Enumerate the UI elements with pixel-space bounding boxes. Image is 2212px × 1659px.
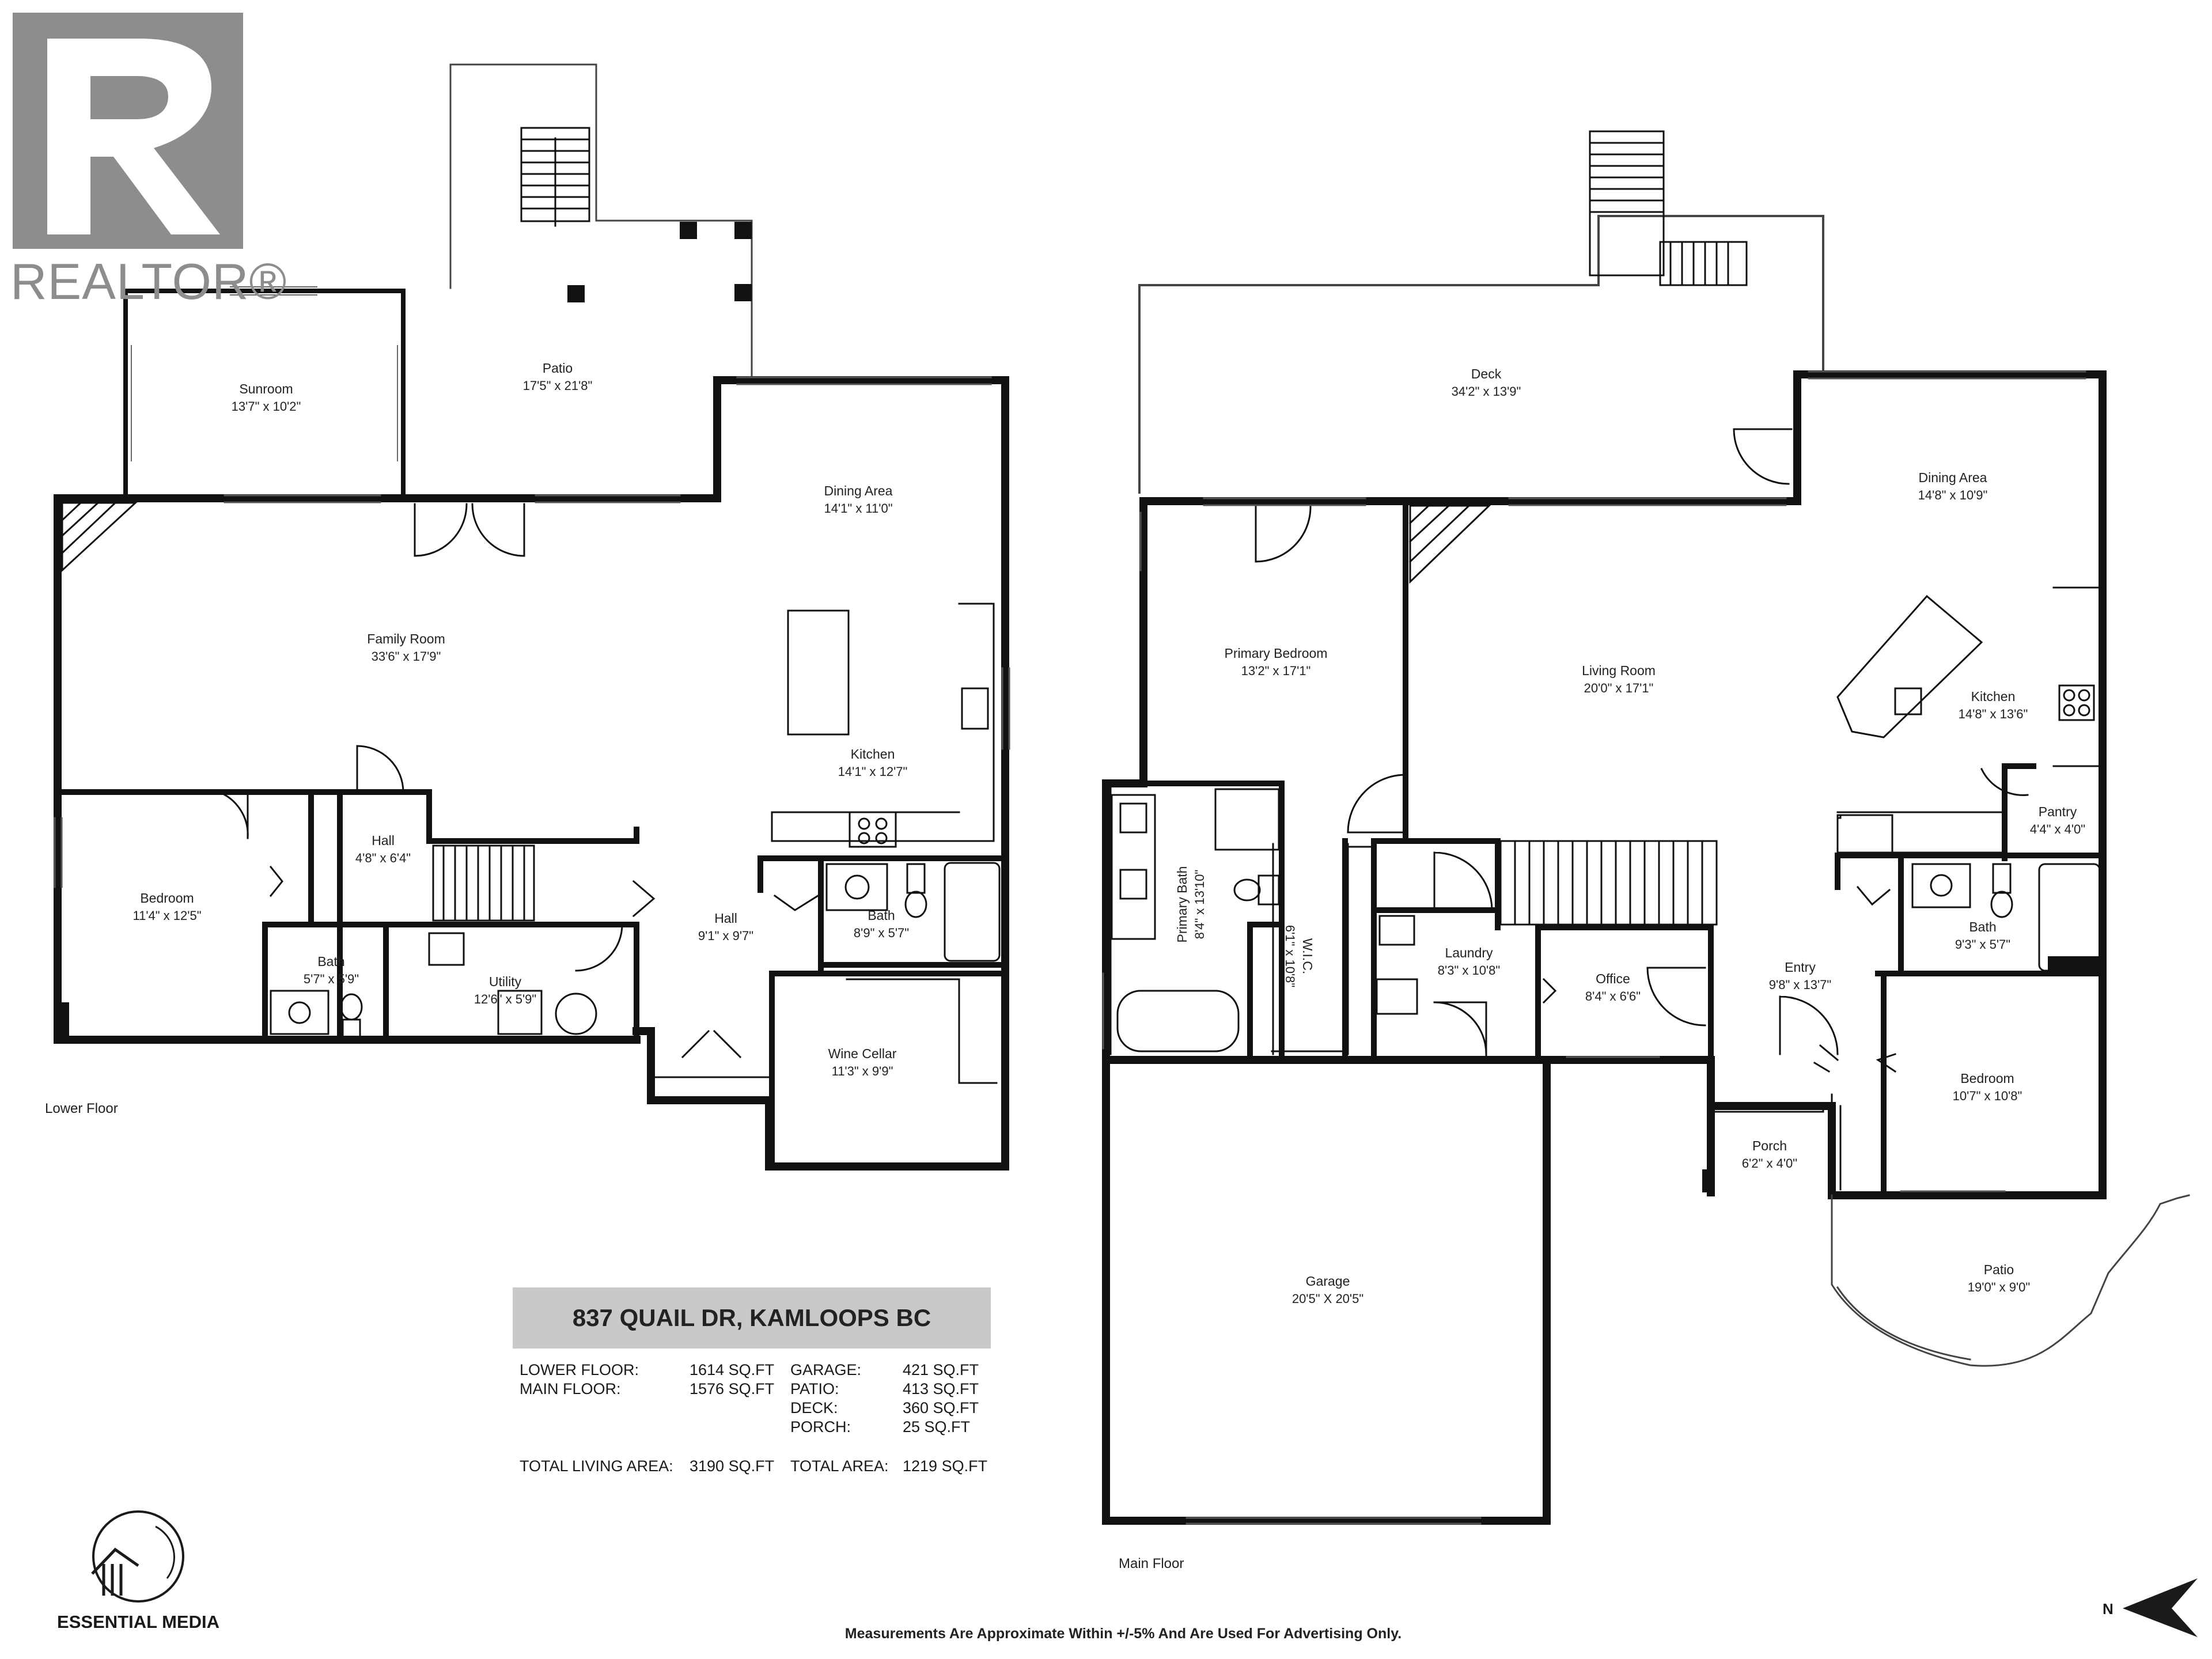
- lower-floor-label: Lower Floor: [45, 1101, 118, 1116]
- lower-bath-left-dims: 5'7" x 5'9": [304, 972, 359, 986]
- utility-name: Utility: [489, 974, 522, 989]
- area-value: 360 SQ.FT: [903, 1399, 979, 1416]
- area-row: DECK: 360 SQ.FT: [520, 1399, 992, 1418]
- area-row: TOTAL LIVING AREA: 3190 SQ.FT TOTAL AREA…: [520, 1457, 992, 1476]
- area-label: PATIO:: [790, 1380, 839, 1397]
- property-info-box: 837 QUAIL DR, KAMLOOPS BC LOWER FLOOR: 1…: [513, 1287, 991, 1475]
- wine-cellar-name: Wine Cellar: [828, 1046, 897, 1061]
- lower-bath-left-name: Bath: [317, 954, 344, 969]
- lower-dining-name: Dining Area: [824, 483, 893, 498]
- compass-icon: N: [2103, 1578, 2198, 1637]
- property-address: 837 QUAIL DR, KAMLOOPS BC: [513, 1287, 991, 1349]
- main-dining-name: Dining Area: [1919, 470, 1987, 485]
- sunroom-name: Sunroom: [239, 381, 293, 396]
- area-label: MAIN FLOOR:: [520, 1380, 621, 1397]
- essential-media-name: ESSENTIAL MEDIA: [57, 1612, 219, 1632]
- sunroom-dims: 13'7" x 10'2": [232, 399, 301, 414]
- deck-stairs: [1589, 130, 1748, 286]
- office-name: Office: [1596, 971, 1630, 986]
- lower-patio-name: Patio: [543, 361, 573, 376]
- lower-bedroom-dims: 11'4" x 12'5": [132, 908, 201, 923]
- main-bedroom-dims: 10'7" x 10'8": [1953, 1089, 2022, 1103]
- area-label: TOTAL LIVING AREA:: [520, 1457, 673, 1475]
- lower-kitchen-name: Kitchen: [851, 747, 895, 762]
- upper-hall-dims: 4'8" x 6'4": [355, 851, 411, 865]
- entry-dims: 9'8" x 13'7": [1769, 978, 1831, 992]
- lower-bath-right-name: Bath: [868, 908, 895, 923]
- porch-dims: 6'2" x 4'0": [1742, 1156, 1797, 1171]
- wic-name: W.I.C.: [1300, 938, 1315, 975]
- porch-name: Porch: [1752, 1138, 1787, 1153]
- main-bath-dims: 9'3" x 5'7": [1955, 937, 2010, 952]
- primary-bedroom-dims: 13'2" x 17'1": [1241, 664, 1311, 678]
- garage-name: Garage: [1306, 1274, 1350, 1289]
- lower-dining-dims: 14'1" x 11'0": [824, 501, 892, 516]
- main-dining-dims: 14'8" x 10'9": [1918, 488, 1988, 502]
- utility-dims: 12'6" x 5'9": [474, 992, 536, 1006]
- primary-bedroom-name: Primary Bedroom: [1225, 646, 1328, 661]
- upper-hall-name: Hall: [372, 833, 395, 848]
- area-value: 25 SQ.FT: [903, 1418, 971, 1435]
- family-room-name: Family Room: [367, 631, 445, 646]
- main-patio-outline: [1831, 1194, 2190, 1367]
- garage-dims: 20'5" X 20'5": [1292, 1291, 1363, 1306]
- pantry-dims: 4'4" x 4'0": [2030, 822, 2085, 836]
- lower-hall-dims: 9'1" x 9'7": [698, 929, 753, 943]
- wine-cellar-dims: 11'3" x 9'9": [832, 1064, 893, 1078]
- entry-name: Entry: [1785, 960, 1816, 975]
- living-room-name: Living Room: [1582, 663, 1656, 678]
- area-value: 1219 SQ.FT: [903, 1457, 988, 1475]
- area-row: LOWER FLOOR: 1614 SQ.FT GARAGE: 421 SQ.F…: [520, 1361, 992, 1380]
- pantry-name: Pantry: [2039, 804, 2077, 819]
- family-room-dims: 33'6" x 17'9": [372, 649, 441, 664]
- deck-outline: [1138, 215, 1824, 494]
- lower-patio-stairs: [520, 127, 590, 227]
- area-row: MAIN FLOOR: 1576 SQ.FT PATIO: 413 SQ.FT: [520, 1380, 992, 1399]
- area-label: PORCH:: [790, 1418, 851, 1435]
- realtor-r-mark: [13, 13, 243, 249]
- lower-patio-outline: [449, 63, 753, 384]
- area-label: DECK:: [790, 1399, 838, 1416]
- patio-posts: [567, 222, 752, 302]
- living-room-dims: 20'0" x 17'1": [1584, 681, 1654, 695]
- area-value: 413 SQ.FT: [903, 1380, 979, 1397]
- wic-dims: 6'1" x 10'8": [1283, 925, 1297, 987]
- main-bedroom-name: Bedroom: [1960, 1071, 2014, 1086]
- deck-name: Deck: [1471, 366, 1502, 381]
- primary-bath-name: Primary Bath: [1175, 866, 1190, 943]
- lower-bedroom-name: Bedroom: [140, 891, 194, 906]
- main-floor-label: Main Floor: [1119, 1556, 1184, 1571]
- sunroom-walls: [123, 289, 406, 498]
- area-value: 1576 SQ.FT: [690, 1380, 775, 1397]
- area-label: LOWER FLOOR:: [520, 1361, 639, 1378]
- main-kitchen-dims: 14'8" x 13'6": [1959, 707, 2028, 721]
- laundry-name: Laundry: [1445, 945, 1493, 960]
- area-label: GARAGE:: [790, 1361, 862, 1378]
- essential-media-logo: ESSENTIAL MEDIA: [52, 1509, 225, 1647]
- lower-kitchen-dims: 14'1" x 12'7": [838, 764, 908, 779]
- lower-bath-right-dims: 8'9" x 5'7": [854, 926, 909, 940]
- laundry-dims: 8'3" x 10'8": [1438, 963, 1500, 978]
- lower-hall-name: Hall: [714, 911, 737, 926]
- realtor-wordmark: REALTOR®: [10, 253, 287, 310]
- north-letter: N: [2103, 1600, 2113, 1618]
- disclaimer: Measurements Are Approximate Within +/-5…: [844, 1626, 1402, 1642]
- main-bath-name: Bath: [1969, 919, 1996, 934]
- area-value: 1614 SQ.FT: [690, 1361, 775, 1378]
- main-patio-name: Patio: [1984, 1262, 2014, 1277]
- realtor-logo: REALTOR®: [10, 10, 286, 310]
- area-value: 3190 SQ.FT: [690, 1457, 775, 1475]
- area-row: PORCH: 25 SQ.FT: [520, 1418, 992, 1437]
- office-dims: 8'4" x 6'6": [1585, 989, 1641, 1003]
- house-icon: [91, 1510, 184, 1603]
- primary-bath-dims: 8'4" x 13'10": [1192, 870, 1207, 940]
- deck-dims: 34'2" x 13'9": [1452, 384, 1521, 399]
- main-patio-dims: 19'0" x 9'0": [1968, 1280, 2030, 1294]
- area-label: TOTAL AREA:: [790, 1457, 889, 1475]
- north-arrow: N: [2097, 1573, 2200, 1642]
- main-kitchen-name: Kitchen: [1971, 689, 2016, 704]
- lower-patio-dims: 17'5" x 21'8": [523, 378, 593, 393]
- area-value: 421 SQ.FT: [903, 1361, 979, 1378]
